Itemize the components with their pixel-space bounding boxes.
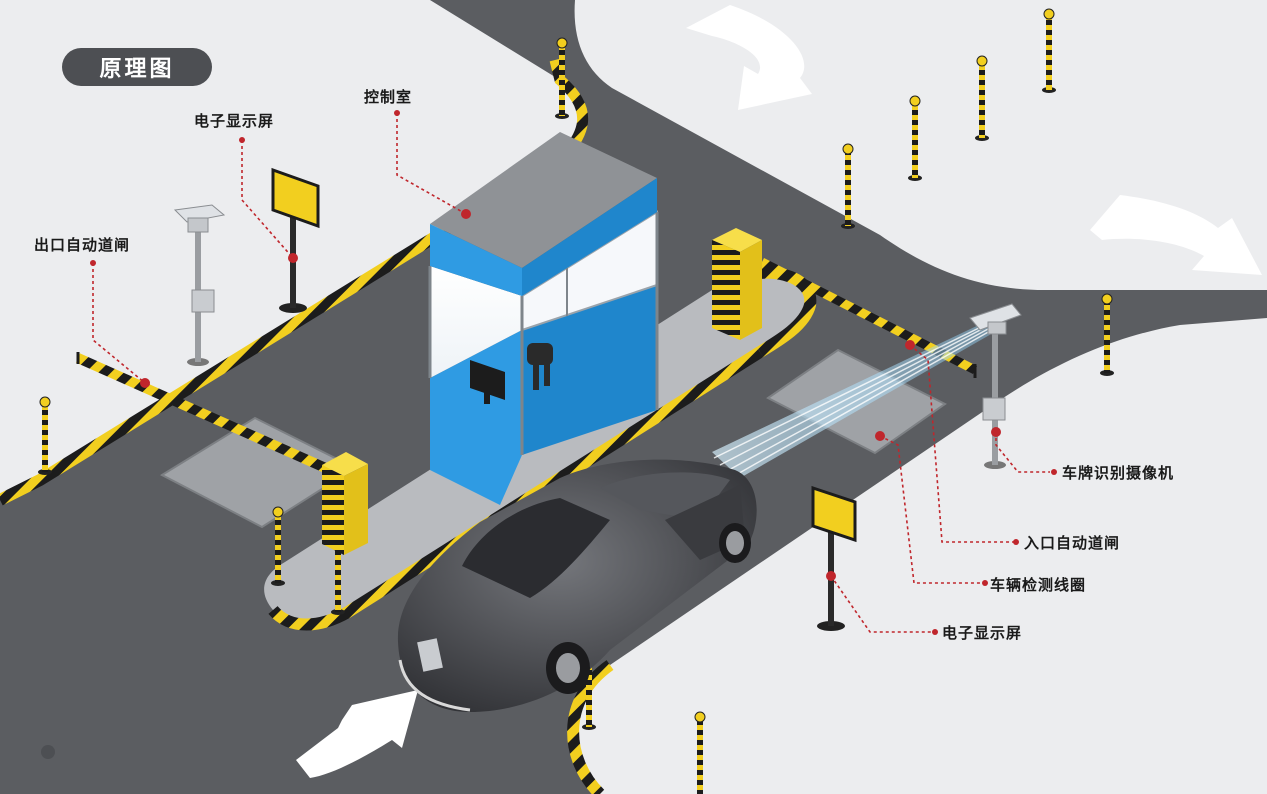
- island-curb-lower: [268, 346, 764, 631]
- label-entry-display: 电子显示屏: [942, 624, 1023, 642]
- label-exit-gate: 出口自动道闸: [34, 236, 131, 254]
- exit-gate-box: [322, 452, 368, 555]
- booth-roof: [430, 132, 657, 268]
- bollard-icon: [38, 396, 52, 475]
- label-vehicle-loop: 车辆检测线圈: [990, 576, 1087, 594]
- car-icon: [397, 459, 757, 712]
- camera-icon: [173, 204, 226, 233]
- plate-recognition-camera: [969, 303, 1022, 469]
- bollard-icon: [1100, 293, 1114, 376]
- bollard-icon: [841, 143, 855, 229]
- leader-exit-gate: [92, 263, 146, 384]
- control-booth: [428, 132, 659, 505]
- leader-plate-camera: [995, 432, 1050, 473]
- arrow-icon-bottom: [296, 690, 418, 778]
- bollard-icon: [908, 95, 922, 181]
- camera-icon: [969, 303, 1022, 335]
- monitor-icon: [470, 360, 505, 404]
- arrow-icon-right: [1090, 195, 1262, 275]
- curb-bottom-right: [567, 660, 614, 794]
- bollard-icon: [555, 37, 569, 119]
- leader-lines: [92, 113, 1050, 633]
- label-plate-camera: 车牌识别摄像机: [1062, 464, 1175, 482]
- booth-glass-front: [430, 266, 522, 378]
- recognition-beam: [712, 322, 993, 478]
- chair-icon: [527, 343, 553, 390]
- leader-entry-display: [830, 575, 935, 633]
- bollard-icon: [975, 55, 989, 141]
- booth-glass-side: [522, 212, 657, 330]
- leader-control-room: [396, 113, 467, 215]
- booth-side-panel: [522, 285, 657, 455]
- display-sign-icon: [271, 167, 320, 229]
- bollard-icon: [694, 711, 706, 794]
- leader-dots: [90, 110, 1057, 635]
- leader-exit-display: [241, 140, 294, 259]
- leader-entry-gate: [909, 344, 1015, 543]
- leader-vehicle-loop: [879, 435, 985, 584]
- bollard-icon-group: [38, 8, 1114, 794]
- exit-barrier-arm: [75, 352, 333, 475]
- label-entry-gate: 入口自动道闸: [1024, 534, 1121, 552]
- exit-camera: [173, 204, 226, 366]
- arrow-icon-top: [686, 5, 812, 110]
- label-control-room: 控制室: [364, 88, 413, 106]
- curb-top-left: [0, 154, 564, 506]
- corner-mark: [41, 745, 55, 759]
- page-title: 原理图: [62, 48, 212, 86]
- display-sign-icon: [811, 485, 857, 543]
- label-exit-display: 电子显示屏: [194, 112, 275, 130]
- ground-bottom-right: [573, 318, 1267, 794]
- bollard-icon: [271, 506, 285, 586]
- entry-gate-box: [712, 228, 762, 340]
- bollard-icon: [1042, 8, 1056, 93]
